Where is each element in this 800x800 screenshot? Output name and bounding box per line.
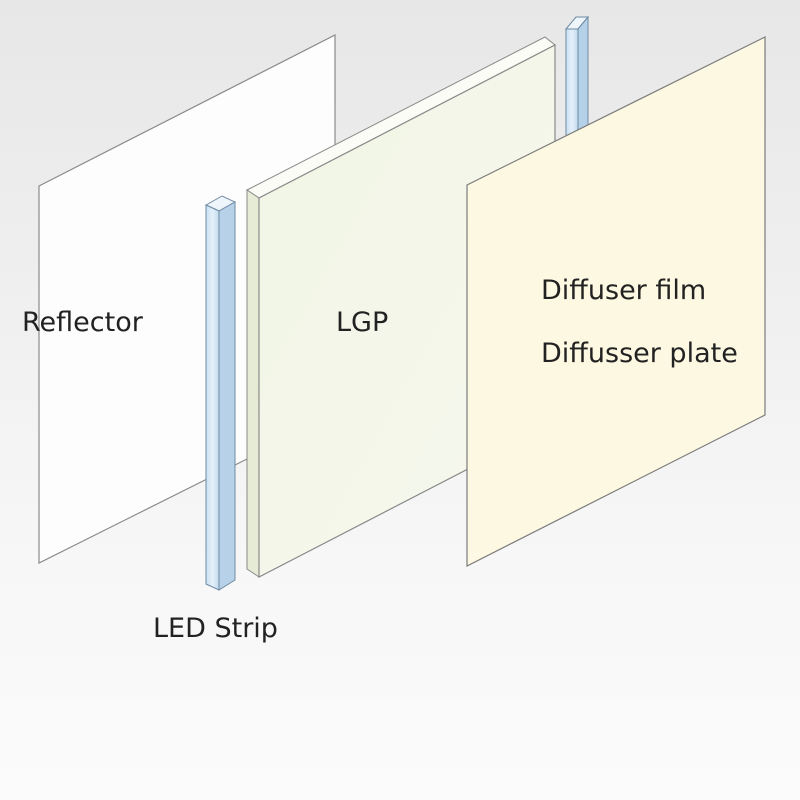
lgp-label: LGP: [336, 307, 388, 338]
diffuser-film-label: Diffuser film: [541, 275, 706, 306]
diffuser-panel: [466, 36, 766, 567]
led-strip-label: LED Strip: [153, 613, 278, 644]
led-strip-back: [564, 15, 590, 147]
reflector-label: Reflector: [22, 307, 144, 338]
diffuser-plate-label: Diffusser plate: [541, 338, 738, 369]
led-strip-front: [204, 195, 237, 591]
